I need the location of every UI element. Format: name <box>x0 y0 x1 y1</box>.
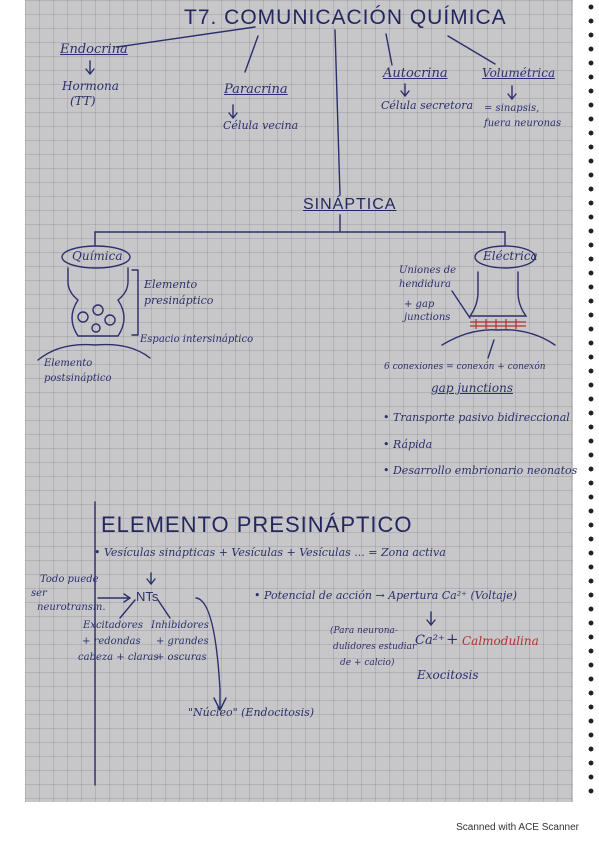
link-autocrina <box>385 33 393 66</box>
link-inhibidores <box>157 599 171 619</box>
arrow-autocrina <box>400 83 410 98</box>
sinaptica-electrica: Eléctrica <box>483 249 538 263</box>
potencial-accion-line: • Potencial de acción → Apertura Ca²⁺ (V… <box>254 589 518 602</box>
conexiones-label: 6 conexiones = conexón + conexón <box>384 362 546 372</box>
excitadores-label: Excitadores <box>83 620 143 631</box>
vesicle <box>92 304 104 316</box>
circle-electrica <box>474 245 536 269</box>
arrow-paracrina <box>228 104 238 120</box>
uniones-hendidura-label: Uniones de hendidura <box>399 265 457 290</box>
vesicle <box>77 311 89 323</box>
arrow-endocrina <box>85 60 95 76</box>
sinaptica-legs <box>94 231 506 246</box>
pointer-uniones <box>451 290 471 319</box>
gap-junctions-label: + gap junctions <box>404 299 451 323</box>
endocrina-hormona: Hormona <box>62 79 119 93</box>
para-neurona-3: de + calcio) <box>340 658 395 668</box>
spiral-binding <box>587 0 595 802</box>
volumetrica-sinapsis: = sinapsis, <box>484 103 540 114</box>
inhibidores-oscuras: + oscuras <box>156 652 207 663</box>
autocrina-celula-secretora: Célula secretora <box>381 99 474 112</box>
electrical-postsynaptic <box>441 329 556 346</box>
volumetrica-fuera-neuronas: fuera neuronas <box>484 118 562 129</box>
sinaptica-quimica: Química <box>72 249 123 263</box>
bullet-rapida: • Rápida <box>383 438 433 451</box>
neurotransm-label: neurotransm. <box>37 602 106 613</box>
plus-sign: + <box>446 630 459 648</box>
elemento-presinaptico-label: Elemento presináptico <box>144 278 214 307</box>
paracrina-celula-vecina: Célula vecina <box>223 119 299 132</box>
brace-presinaptico <box>131 269 139 336</box>
endocrina-tt: (TT) <box>70 94 96 108</box>
arrow-calcio <box>426 611 436 627</box>
link-endocrina <box>116 26 256 48</box>
para-neurona-1: (Para neurona- <box>330 626 398 636</box>
notebook-paper <box>25 0 573 802</box>
para-neurona-2: dulidores estudiar <box>333 642 417 652</box>
postsynaptic-membrane <box>37 343 151 361</box>
vesicle <box>91 323 101 333</box>
arrow-todo-nts <box>97 593 132 603</box>
bullet-transporte: • Transporte pasivo bidireccional <box>383 411 570 424</box>
vesiculas-line: • Vesículas sinápticas + Vesículas + Ves… <box>94 546 446 559</box>
type-paracrina: Paracrina <box>224 82 288 97</box>
espacio-intersinaptico-label: Espacio intersináptico <box>140 334 254 345</box>
presinaptico-heading: ELEMENTO PRESINÁPTICO <box>101 512 413 537</box>
todo-puede-label: Todo puede <box>40 574 99 585</box>
gap-junction-channels <box>470 319 526 329</box>
link-excitadores <box>119 599 136 619</box>
excitadores-claras: cabeza + claras <box>78 652 159 663</box>
inhibidores-grandes: + grandes <box>156 636 209 647</box>
link-paracrina <box>244 35 259 73</box>
arrow-volumetrica <box>507 85 517 101</box>
electrical-presynaptic <box>468 271 528 317</box>
link-volumetrica <box>447 35 496 65</box>
elemento-postsinaptico-label: Elemento postsináptico <box>44 358 112 384</box>
inhibidores-label: Inhibidores <box>151 620 209 631</box>
circle-quimica <box>61 245 131 269</box>
pointer-conexiones <box>487 339 495 359</box>
arrow-nts <box>146 572 156 586</box>
sinaptica-heading: SINÁPTICA <box>303 196 397 213</box>
nucleo-endocitosis: "Núcleo" (Endocitosis) <box>188 706 315 719</box>
type-autocrina: Autocrina <box>383 66 448 81</box>
scanner-footer: Scanned with ACE Scanner <box>456 822 579 833</box>
bullet-desarrollo: • Desarrollo embrionario neonatos <box>383 464 578 477</box>
link-sinaptica <box>334 29 341 196</box>
ca2-label: Ca²⁺ <box>415 633 445 648</box>
excitadores-redondas: + redondas <box>82 636 141 647</box>
arrow-nucleo <box>195 597 227 712</box>
presynaptic-terminal <box>67 267 129 337</box>
calmodulina-label: Calmodulina <box>462 634 539 648</box>
page-title: T7. COMUNICACIÓN QUÍMICA <box>184 6 507 29</box>
gap-junctions-heading: gap junctions <box>431 381 514 395</box>
type-endocrina: Endocrina <box>60 42 128 57</box>
ser-label: ser <box>31 588 47 599</box>
nts-label: NTs <box>136 589 159 604</box>
type-volumetrica: Volumétrica <box>482 66 556 80</box>
exocitosis-label: Exocitosis <box>417 668 479 682</box>
vesicle <box>104 314 116 326</box>
